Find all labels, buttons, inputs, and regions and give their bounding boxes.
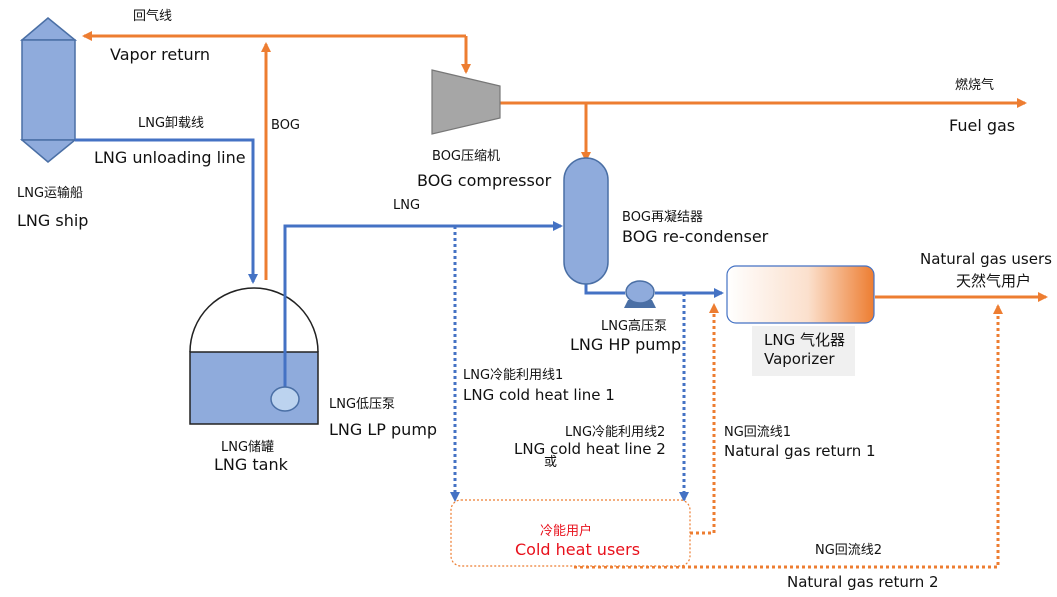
hp-pump-label-en: LNG HP pump	[570, 335, 682, 354]
compressor-label-en: BOG compressor	[417, 171, 552, 190]
ng-return-1-label-en: Natural gas return 1	[724, 442, 876, 460]
recondenser-label-cn: BOG再凝结器	[622, 210, 703, 225]
hp-pump-icon	[624, 280, 656, 308]
lng-ship-icon	[19, 17, 78, 163]
lng-send-out-line	[283, 221, 563, 390]
unloading-line-label-en: LNG unloading line	[94, 148, 246, 167]
bog-line-label: BOG	[271, 118, 300, 133]
ship-label-en: LNG ship	[17, 211, 89, 230]
lp-pump-icon	[270, 386, 300, 412]
recondenser-label-en: BOG re-condenser	[622, 227, 769, 246]
cold-heat-line-2-label-cn: LNG冷能利用线2	[565, 425, 666, 440]
cold-heat-users-label-cn: 冷能用户	[540, 524, 593, 539]
cold-heat-users-label-en: Cold heat users	[515, 540, 641, 559]
cold-heat-line-2-label-en: LNG cold heat line 2	[514, 440, 666, 458]
fuel-gas-line	[500, 98, 1027, 162]
vaporizer-label-cn: LNG 气化器	[764, 331, 845, 349]
cold-heat-users-box	[450, 499, 691, 567]
tank-label-cn: LNG储罐	[221, 440, 275, 455]
ng-return-1-label-cn: NG回流线1	[724, 425, 792, 440]
ship-label-cn: LNG运输船	[17, 186, 84, 201]
hp-pump-label-cn: LNG高压泵	[601, 319, 668, 334]
natural-gas-return-1-line	[690, 303, 719, 535]
cold-heat-line-1-label-cn: LNG冷能利用线1	[463, 368, 564, 383]
ng-return-2-label-cn: NG回流线2	[815, 543, 883, 558]
vapor-return-line	[82, 31, 471, 280]
ng-users-label-en: Natural gas users	[920, 250, 1052, 268]
lng-unloading-line	[75, 138, 258, 284]
fuel-gas-label-cn: 燃烧气	[955, 78, 995, 93]
bog-recondenser-icon	[563, 157, 609, 285]
vapor-return-label-cn: 回气线	[133, 9, 173, 24]
vapor-return-label-en: Vapor return	[110, 45, 211, 64]
unloading-line-label-cn: LNG卸载线	[138, 116, 205, 131]
or-label: 或	[544, 455, 558, 470]
lp-pump-label-cn: LNG低压泵	[329, 397, 396, 412]
compressor-label-cn: BOG压缩机	[432, 149, 500, 164]
vaporizer-icon	[726, 265, 875, 324]
lp-pump-label-en: LNG LP pump	[329, 420, 438, 439]
ng-return-2-label-en: Natural gas return 2	[787, 573, 939, 591]
cold-heat-line-1-label-en: LNG cold heat line 1	[463, 386, 615, 404]
vaporizer-label-en: Vaporizer	[764, 350, 835, 368]
fuel-gas-label-en: Fuel gas	[949, 116, 1016, 135]
lng-line-label: LNG	[393, 198, 421, 213]
ng-users-label-cn: 天然气用户	[956, 272, 1032, 290]
bog-compressor-icon	[431, 69, 501, 135]
vaporizer-label-background	[752, 326, 855, 376]
hp-pump-line	[584, 284, 724, 298]
tank-label-en: LNG tank	[214, 455, 288, 474]
